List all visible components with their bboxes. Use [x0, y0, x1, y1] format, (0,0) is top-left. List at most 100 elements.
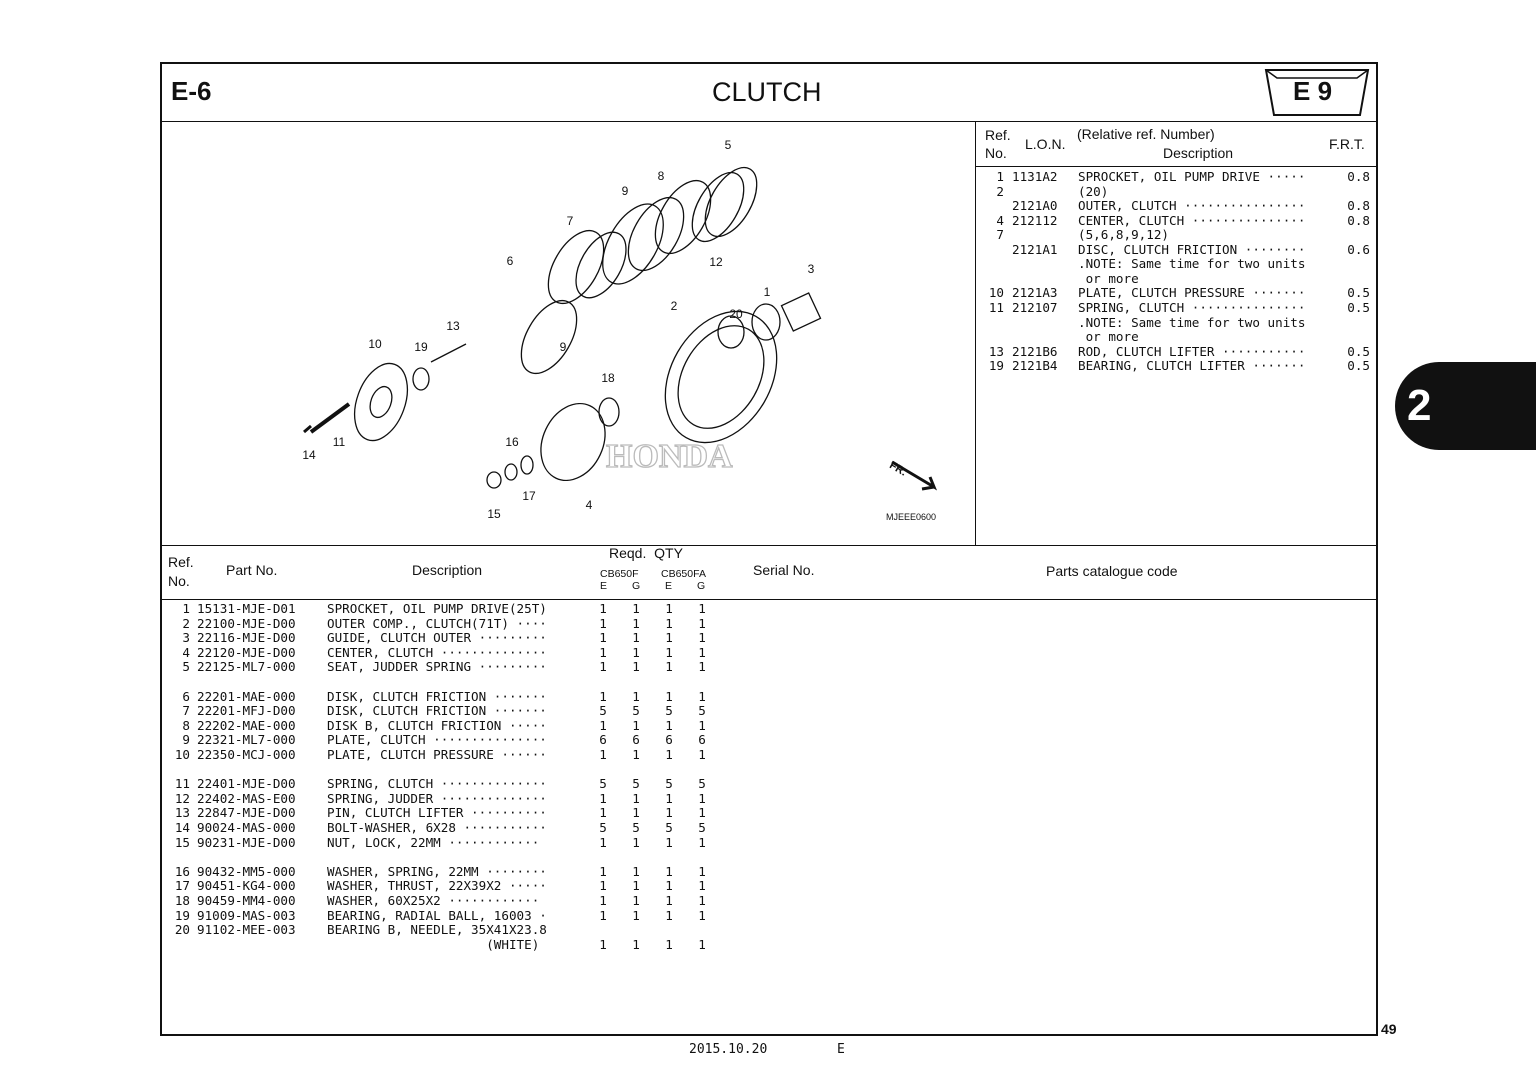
exploded-diagram: HONDA: [303, 166, 938, 491]
part-number: 22201-MAE-000: [197, 688, 296, 704]
part-description: (WHITE): [327, 936, 540, 952]
part-qty: 1: [632, 601, 640, 616]
catalogue-header: Parts catalogue code: [1046, 563, 1178, 579]
part-description: DISK, CLUTCH FRICTION ·······: [327, 703, 547, 719]
callout-13: 13: [446, 319, 460, 333]
callout-9: 9: [621, 184, 629, 198]
part-qty: 1: [632, 644, 640, 660]
spring: [309, 402, 351, 434]
part-qty: 1: [599, 644, 607, 660]
frt-value: [1330, 330, 1370, 345]
callout-18: 18: [601, 371, 615, 385]
part-qty: 1: [665, 863, 673, 879]
frt-lon: 2121A1: [1012, 241, 1058, 257]
frt-value: 0.8: [1347, 198, 1370, 214]
part-ref: 4: [182, 644, 190, 660]
part-qty: 1: [698, 893, 706, 908]
frt-value: 0.5: [1347, 358, 1370, 374]
part-number: 22100-MJE-D00: [197, 615, 296, 631]
part-ref: 6: [182, 688, 190, 704]
part-qty: 1: [632, 790, 640, 806]
part-ref: 2: [182, 615, 190, 631]
part-qty: 1: [599, 878, 607, 894]
frt-ref: [980, 330, 1004, 345]
sprocket: [780, 292, 822, 332]
model-cb650fa: CB650FA: [661, 568, 706, 580]
part-qty: 5: [665, 703, 673, 719]
frt-desc: or more: [1078, 329, 1139, 345]
bolt-14: [303, 424, 312, 434]
part-qty: 5: [698, 703, 706, 719]
part-qty: 1: [599, 907, 607, 923]
clutch-outer: [664, 310, 778, 444]
part-qty: 1: [698, 630, 706, 646]
front-arrow-icon: [891, 460, 938, 491]
part-description: WASHER, SPRING, 22MM ········: [327, 863, 547, 879]
frt-lon: 2121A3: [1012, 285, 1058, 301]
part-qty: 1: [665, 644, 673, 660]
part-number: 22125-ML7-000: [197, 659, 296, 675]
part-number: 91102-MEE-003: [197, 922, 296, 938]
part-description: WASHER, 60X25X2 ············: [327, 893, 540, 908]
callout-5: 5: [724, 138, 732, 152]
frt-header-divider: [975, 166, 1376, 167]
part-qty: 1: [698, 659, 706, 675]
disk-8: [654, 180, 712, 254]
type-g-2: G: [697, 580, 706, 592]
part-description: CENTER, CLUTCH ··············: [327, 644, 547, 660]
parts-partno-header: Part No.: [226, 562, 278, 578]
part-qty: 1: [632, 747, 640, 762]
callout-15: 15: [487, 507, 501, 521]
frt-desc: .NOTE: Same time for two units: [1078, 256, 1306, 272]
part-number: 15131-MJE-D01: [197, 601, 296, 616]
parts-desc-header: Description: [412, 562, 483, 578]
part-number: 91009-MAS-003: [197, 907, 296, 923]
type-e-2: E: [665, 580, 673, 592]
part-number: 90024-MAS-000: [197, 820, 296, 835]
needle-bearing: [717, 315, 745, 349]
frt-lon: 212112: [1012, 212, 1058, 228]
part-number: 22847-MJE-D00: [197, 805, 296, 821]
part-number: 90432-MM5-000: [197, 863, 296, 879]
frt-ref: [980, 199, 1004, 214]
clutch-center: [540, 402, 606, 482]
footer-code: E: [837, 1042, 845, 1057]
parts-ref-header: Ref. No.: [168, 554, 194, 589]
part-qty: 1: [632, 615, 640, 631]
frt-lon: 2121B6: [1012, 343, 1058, 359]
callout-10: 10: [368, 337, 382, 351]
part-description: DISK B, CLUTCH FRICTION ·····: [327, 717, 547, 733]
part-qty: 1: [632, 630, 640, 646]
part-ref: 17: [174, 878, 190, 894]
part-description: SEAT, JUDDER SPRING ·········: [327, 659, 547, 675]
part-qty: 1: [599, 747, 607, 762]
frt-desc: .NOTE: Same time for two units: [1078, 314, 1306, 330]
group-code-badge-outline: [1264, 69, 1370, 116]
section-tab-label: 2: [1407, 381, 1432, 430]
section-tab[interactable]: 2: [1395, 362, 1536, 450]
part-qty: 1: [632, 936, 640, 952]
part-qty: 1: [698, 688, 706, 704]
washer-16: [520, 455, 534, 475]
frt-desc-header-1: (Relative ref. Number): [1077, 126, 1215, 142]
part-qty: 5: [632, 776, 640, 792]
part-qty: [593, 923, 613, 938]
part-qty: 1: [599, 863, 607, 879]
frt-desc: SPRING, CLUTCH ···············: [1078, 299, 1306, 315]
frt-desc: PLATE, CLUTCH PRESSURE ·······: [1078, 285, 1306, 301]
bearing-19: [412, 367, 430, 391]
qty-header: Reqd. QTY: [609, 545, 683, 561]
part-qty: 1: [698, 907, 706, 923]
diagram-divider: [160, 545, 1376, 546]
part-qty: 1: [632, 878, 640, 894]
part-description: PLATE, CLUTCH PRESSURE ······: [327, 747, 547, 762]
part-qty: 1: [665, 615, 673, 631]
callout-3: 3: [807, 262, 815, 276]
part-qty: [692, 923, 712, 938]
part-qty: 5: [698, 776, 706, 792]
part-ref: 10: [174, 747, 190, 762]
part-qty: 1: [599, 659, 607, 675]
part-ref: 13: [174, 805, 190, 821]
part-qty: 5: [632, 820, 640, 835]
part-description: OUTER COMP., CLUTCH(71T) ····: [327, 615, 547, 631]
